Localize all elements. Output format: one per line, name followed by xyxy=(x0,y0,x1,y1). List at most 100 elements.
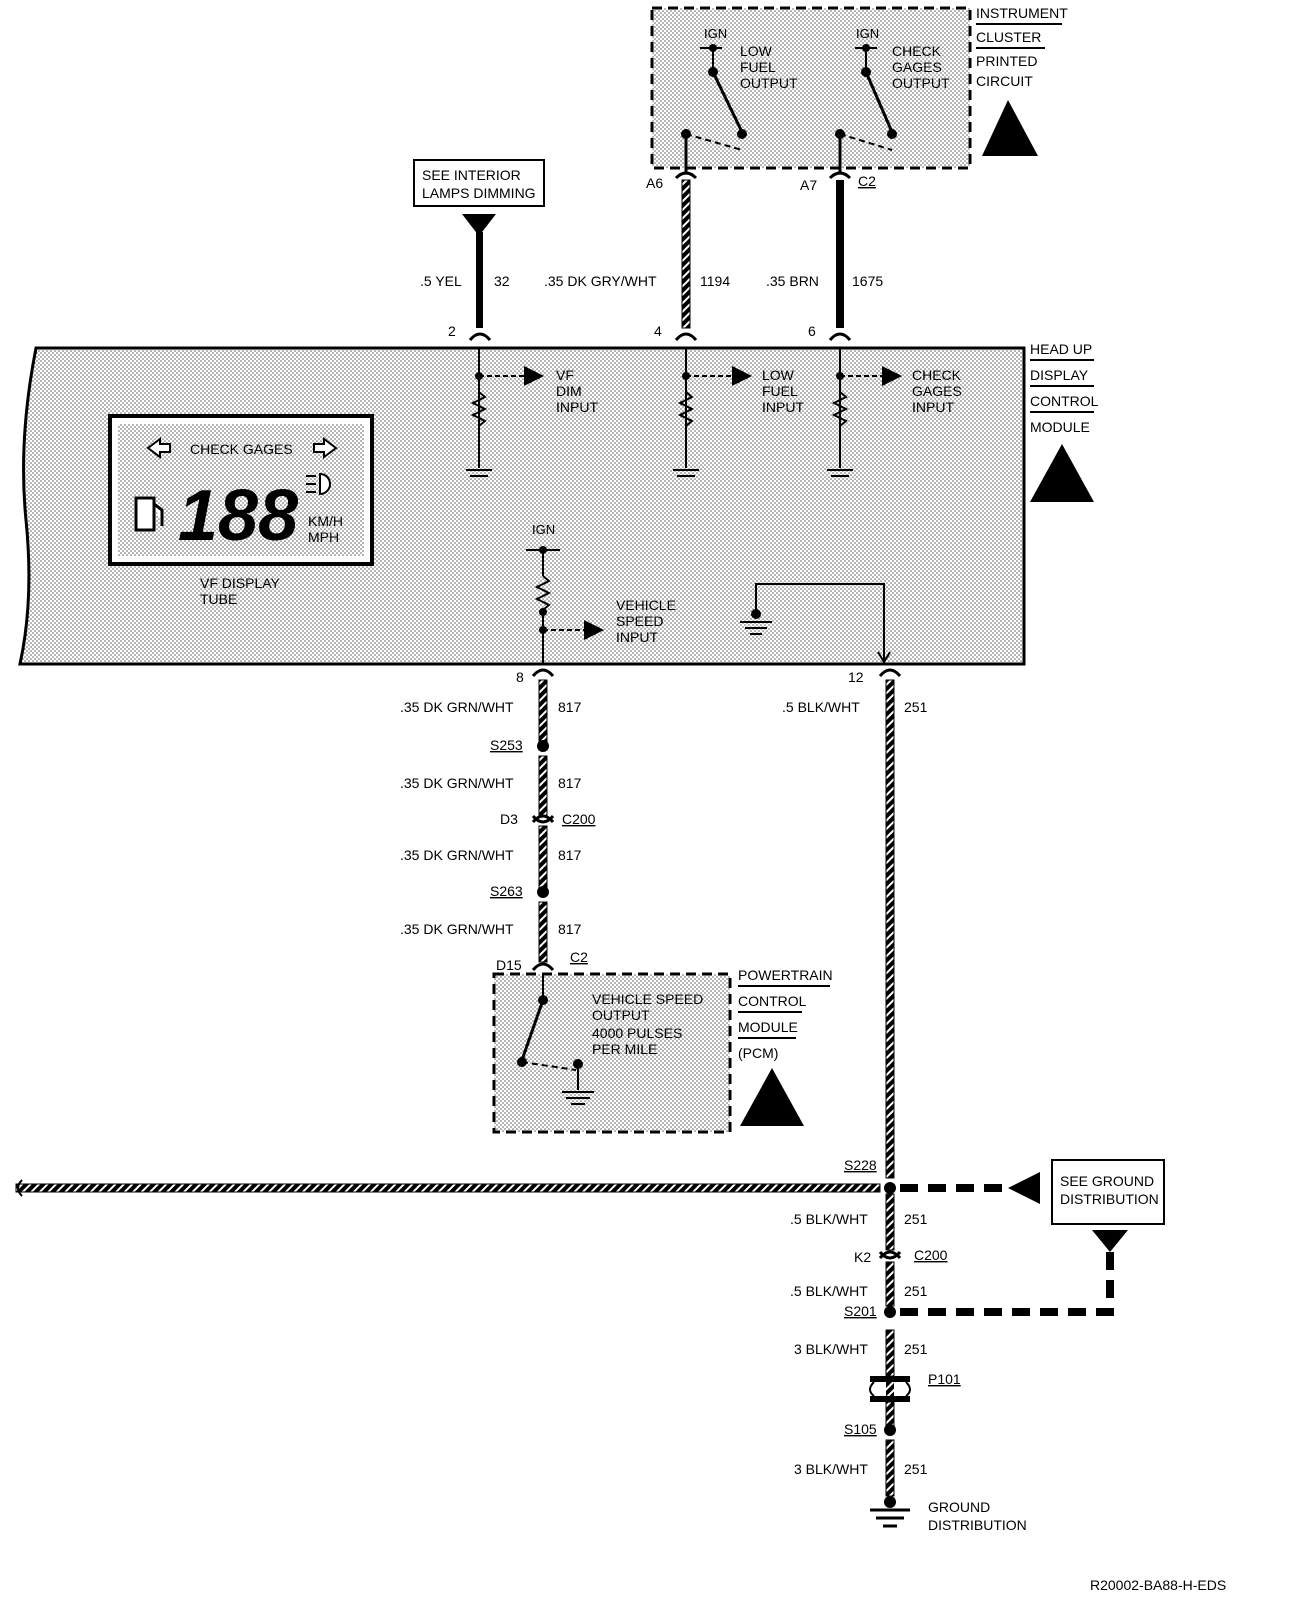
lc-w4-gauge: .35 DK GRN/WHT xyxy=(400,921,514,937)
ic-switch1-label-2: FUEL xyxy=(740,59,776,75)
pcm-title-1: POWERTRAIN xyxy=(738,967,833,983)
ic-switch1-ign: IGN xyxy=(704,26,727,41)
reference-arrow-icon xyxy=(462,214,496,236)
pcm-output-4: PER MILE xyxy=(592,1041,657,1057)
check-gages-input-3: INPUT xyxy=(912,399,954,415)
check-gages-input-2: GAGES xyxy=(912,383,962,399)
speed-input-3: INPUT xyxy=(616,629,658,645)
instrument-cluster: IGN LOW FUEL OUTPUT IGN CHECK GAGES OUTP… xyxy=(650,5,1068,172)
ground-box-line-1: SEE GROUND xyxy=(1060,1173,1154,1189)
display-caption-2: TUBE xyxy=(200,591,237,607)
rc-w2-circuit: 251 xyxy=(904,1211,928,1227)
hud-control-module: VF DIM INPUT LOW FUEL INPUT CHECK GAGES … xyxy=(18,341,1099,666)
pcm-output-3: 4000 PULSES xyxy=(592,1025,682,1041)
fuel-pump-icon xyxy=(134,496,164,532)
cluster-connector-name: C2 xyxy=(858,173,876,189)
wire-32-gauge: .5 YEL xyxy=(420,273,462,289)
vf-dim-input-3: INPUT xyxy=(556,399,598,415)
hud-inputs: VF DIM INPUT LOW FUEL INPUT CHECK GAGES … xyxy=(466,348,962,477)
vehicle-speed-circuit: 8 .35 DK GRN/WHT 817 S253 .35 DK GRN/WHT… xyxy=(400,668,596,973)
hud-internal-ground xyxy=(740,583,891,664)
lc-splice2: S263 xyxy=(490,883,523,899)
pcm-esd-warning-icon xyxy=(740,1068,804,1126)
ic-title-3: PRINTED xyxy=(976,53,1037,69)
low-fuel-input-2: FUEL xyxy=(762,383,798,399)
splice-s263 xyxy=(537,886,549,898)
speed-input-1: VEHICLE xyxy=(616,597,676,613)
cluster-connector-c2: A6 A7 C2 xyxy=(646,171,876,193)
wire-1194-circuit: 1194 xyxy=(700,273,730,289)
ground-ref-down-icon xyxy=(1092,1230,1128,1252)
lc-pcm-pin: D15 xyxy=(496,957,522,973)
rc-passthru: P101 xyxy=(928,1371,961,1387)
interior-lamps-reference: SEE INTERIOR LAMPS DIMMING xyxy=(413,159,545,236)
pcm-title-2: CONTROL xyxy=(738,993,807,1009)
rc-splice2: S201 xyxy=(844,1303,877,1319)
ic-switch1-label-1: LOW xyxy=(740,43,773,59)
wire-1675-circuit: 1675 xyxy=(852,273,883,289)
wire-1194-gauge: .35 DK GRY/WHT xyxy=(544,273,657,289)
lc-w1-gauge: .35 DK GRN/WHT xyxy=(400,699,514,715)
low-fuel-input-1: LOW xyxy=(762,367,795,383)
lc-w2-gauge: .35 DK GRN/WHT xyxy=(400,775,514,791)
esd-warning-icon xyxy=(982,100,1038,156)
ic-title-1: INSTRUMENT xyxy=(976,5,1068,21)
ground-circuit: 12 .5 BLK/WHT 251 S228 SEE GROUND DISTRI… xyxy=(15,668,1165,1533)
rc-w5-circuit: 251 xyxy=(904,1461,928,1477)
display-caption-1: VF DISPLAY xyxy=(200,575,281,591)
check-gages-input-1: CHECK xyxy=(912,367,962,383)
pcm-title-3: MODULE xyxy=(738,1019,798,1035)
splice-s105 xyxy=(884,1424,896,1436)
lc-conn-pin: D3 xyxy=(500,811,518,827)
passthru-p101 xyxy=(869,1376,911,1402)
ic-switch2-ign: IGN xyxy=(856,26,879,41)
speed-ign: IGN xyxy=(532,522,555,537)
top-wires: .5 YEL 32 .35 DK GRY/WHT 1194 .35 BRN 16… xyxy=(420,179,883,342)
speed-input-2: SPEED xyxy=(616,613,663,629)
rc-w2-gauge: .5 BLK/WHT xyxy=(790,1211,868,1227)
pin-2: 2 xyxy=(448,323,456,339)
rc-w3-gauge: .5 BLK/WHT xyxy=(790,1283,868,1299)
figure-code: R20002-BA88-H-EDS xyxy=(1090,1577,1226,1593)
vf-dim-input-2: DIM xyxy=(556,383,582,399)
ground-box-line-2: DISTRIBUTION xyxy=(1060,1191,1159,1207)
ic-title-4: CIRCUIT xyxy=(976,73,1033,89)
pin-a6: A6 xyxy=(646,175,663,191)
rc-w1-circuit: 251 xyxy=(904,699,928,715)
powertrain-control-module: VEHICLE SPEED OUTPUT 4000 PULSES PER MIL… xyxy=(492,967,833,1134)
pcm-title-4: (PCM) xyxy=(738,1045,778,1061)
pin-8: 8 xyxy=(516,669,524,685)
interior-lamps-line-2: LAMPS DIMMING xyxy=(422,185,536,201)
splice-s228 xyxy=(884,1182,896,1194)
pcm-output-2: OUTPUT xyxy=(592,1007,650,1023)
headlamp-icon xyxy=(319,472,331,496)
splice-s201 xyxy=(884,1306,896,1318)
rc-w4-circuit: 251 xyxy=(904,1341,928,1357)
wire-1675-gauge: .35 BRN xyxy=(766,273,819,289)
lc-w3-circuit: 817 xyxy=(558,847,582,863)
hud-esd-warning-icon xyxy=(1030,444,1094,502)
lc-w1-circuit: 817 xyxy=(558,699,582,715)
lc-splice1: S253 xyxy=(490,737,523,753)
ic-switch2-label-1: CHECK xyxy=(892,43,942,59)
right-arrow-icon xyxy=(313,437,338,459)
display-unit-mph: MPH xyxy=(308,529,339,545)
pcm-output-1: VEHICLE SPEED xyxy=(592,991,703,1007)
hud-title-2: DISPLAY xyxy=(1030,367,1089,383)
splice-s253 xyxy=(537,740,549,752)
pin-a7: A7 xyxy=(800,177,817,193)
ic-switch2-label-3: OUTPUT xyxy=(892,75,950,91)
rc-ground-2: DISTRIBUTION xyxy=(928,1517,1027,1533)
hud-title-4: MODULE xyxy=(1030,419,1090,435)
interior-lamps-line-1: SEE INTERIOR xyxy=(422,167,521,183)
rc-w3-circuit: 251 xyxy=(904,1283,928,1299)
see-ground-distribution-box xyxy=(1051,1159,1165,1225)
pin-6: 6 xyxy=(808,323,816,339)
rc-conn-name: C200 xyxy=(914,1247,948,1263)
rc-splice3: S105 xyxy=(844,1421,877,1437)
vehicle-speed-input: IGN VEHICLE SPEED INPUT xyxy=(526,522,676,664)
low-fuel-input-3: INPUT xyxy=(762,399,804,415)
lc-w2-circuit: 817 xyxy=(558,775,582,791)
